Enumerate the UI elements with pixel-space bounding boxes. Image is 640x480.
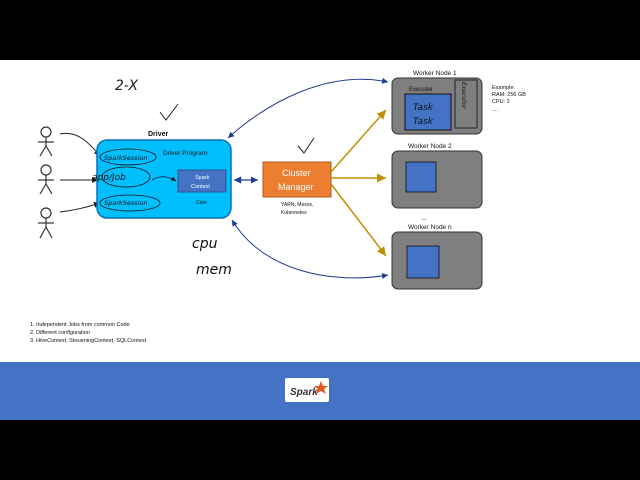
user-figure-1 (38, 126, 54, 157)
cluster-manager-line2: Manager (278, 182, 314, 192)
annotation-executor-vertical: Executor (460, 82, 467, 109)
worker-node-2-box[interactable] (391, 150, 483, 209)
core-label: Core (196, 200, 207, 206)
footer-bar: Spark (0, 362, 640, 420)
spark-context-box[interactable] (177, 169, 227, 193)
spark-logo-text: Spark (290, 387, 318, 398)
cluster-manager-line1: Cluster (282, 168, 311, 178)
annotation-app-job: app/Job (92, 173, 126, 183)
annotation-circle-session (99, 148, 157, 166)
note-3: 3. HiveContext, StreamingContext, SQLCon… (30, 338, 147, 344)
worker-node-2-executor[interactable] (405, 161, 437, 193)
example-more: .... (492, 107, 499, 113)
spark-logo: Spark (285, 378, 329, 402)
worker-node-n-title: Worker Node n (408, 224, 452, 231)
annotation-circle-job (101, 166, 151, 188)
example-cpu: CPU: 2 (492, 99, 510, 105)
manager-to-worker-n-arrow (330, 183, 387, 257)
user-figure-3 (38, 207, 54, 239)
user-figure-2 (38, 164, 54, 195)
slide-canvas: Driver Driver Program Spark Context Core… (0, 60, 640, 362)
executor-label: Executer (409, 87, 433, 93)
driver-program-box[interactable] (96, 139, 232, 219)
spark-context-line1: Spark (195, 175, 210, 181)
cluster-manager-types-line2: Kubernetes (281, 210, 307, 216)
check-mark-2 (297, 137, 315, 154)
executor-box[interactable] (404, 93, 452, 131)
annotation-task-1: Task (413, 103, 434, 113)
note-2: 2. Different configuration (30, 330, 90, 336)
check-mark-1 (159, 103, 179, 121)
annotation-2x: 2-X (115, 78, 138, 94)
example-ram: RAM: 256 GB (492, 92, 526, 98)
annotation-task-2: Task (413, 117, 434, 127)
annotation-circle-session-2 (99, 194, 161, 212)
architecture-diagram: Driver Driver Program Spark Context Core… (30, 70, 526, 344)
user-arrow-3 (59, 201, 101, 213)
cluster-manager-types-line1: YARN, Mesos, (281, 202, 313, 208)
annotation-spark-session-2: SparkSession (104, 199, 147, 207)
worker-ellipsis: ... (421, 215, 427, 222)
annotation-arrow-to-context (151, 176, 177, 182)
driver-program-label: Driver Program (163, 150, 207, 157)
example-title: Example: (492, 85, 515, 91)
user-arrow-1 (59, 132, 101, 157)
annotation-mem: mem (196, 262, 232, 278)
spark-star-icon (314, 381, 328, 394)
driver-worker-1-curve (227, 77, 389, 139)
worker-node-1-title: Worker Node 1 (413, 70, 457, 77)
note-1: 1. Independent Jobs from common Code (30, 322, 130, 328)
worker-node-n-executor[interactable] (406, 245, 440, 279)
annotation-spark-session: SparkSession (104, 154, 147, 162)
cluster-manager-box[interactable] (262, 161, 332, 198)
annotation-cpu: cpu (192, 236, 218, 252)
spark-context-line2: Context (191, 184, 210, 190)
driver-worker-n-curve (231, 219, 389, 279)
driver-title: Driver (148, 131, 169, 138)
executor-box-2[interactable] (454, 79, 478, 129)
worker-node-2-title: Worker Node 2 (408, 143, 452, 150)
manager-to-worker-1-arrow (330, 109, 387, 173)
